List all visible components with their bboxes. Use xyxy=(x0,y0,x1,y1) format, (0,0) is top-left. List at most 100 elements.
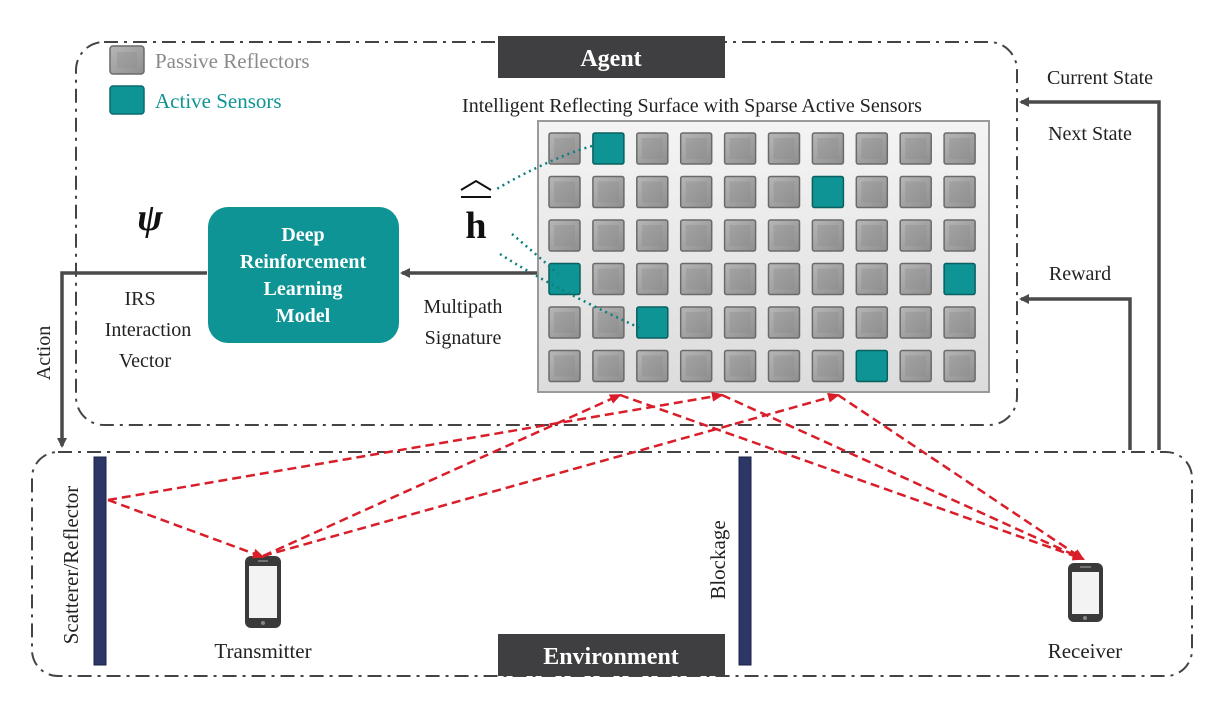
multipath-label-2: Signature xyxy=(425,327,502,349)
irs-cell-inner xyxy=(773,312,795,333)
irs-passive-reflector-cell xyxy=(679,306,713,339)
irs-cell-inner xyxy=(773,355,795,377)
irs-passive-reflector-cell xyxy=(811,349,845,383)
reward-label: Reward xyxy=(1049,263,1111,285)
irs-cell-inner xyxy=(685,225,707,246)
irs-passive-reflector-cell xyxy=(767,306,801,339)
irs-cell-inner xyxy=(861,181,883,203)
irs-title: Intelligent Reflecting Surface with Spar… xyxy=(462,95,922,117)
irs-passive-reflector-cell xyxy=(548,219,581,252)
action-arrow xyxy=(57,271,207,448)
irs-cell-inner xyxy=(949,138,971,159)
irs-passive-reflector-cell xyxy=(855,306,889,339)
irs-vector-label-2: Interaction xyxy=(105,319,192,341)
irs-passive-reflector-cell xyxy=(592,219,625,252)
state-arrow xyxy=(1019,97,1161,450)
irs-cell-inner xyxy=(597,181,619,203)
irs-cell-inner xyxy=(729,138,751,159)
irs-cell-inner xyxy=(949,312,971,333)
irs-passive-reflector-cell xyxy=(723,262,757,296)
irs-cell-inner xyxy=(597,312,619,333)
irs-cell-inner xyxy=(729,312,751,333)
irs-cell-inner xyxy=(905,312,927,333)
irs-active-sensor-cell xyxy=(592,132,625,165)
transmitter-phone-icon xyxy=(245,556,281,628)
irs-passive-reflector-cell xyxy=(592,349,625,383)
irs-passive-reflector-cell xyxy=(592,306,625,339)
irs-passive-reflector-cell xyxy=(679,349,713,383)
irs-passive-reflector-cell xyxy=(767,219,801,252)
ray-irs-left-to-rx xyxy=(619,393,1085,561)
irs-cell-inner xyxy=(729,268,751,290)
irs-passive-reflector-cell xyxy=(767,132,801,165)
irs-passive-reflector-cell xyxy=(943,306,976,339)
irs-passive-reflector-cell xyxy=(679,262,713,296)
irs-cell-inner xyxy=(861,138,883,159)
irs-passive-reflector-cell xyxy=(899,306,932,339)
action-label: Action xyxy=(33,326,55,380)
irs-passive-reflector-cell xyxy=(679,219,713,252)
irs-passive-reflector-cell xyxy=(943,349,976,383)
ray-irs-right-to-rx xyxy=(837,393,1085,561)
irs-cell-inner xyxy=(729,181,751,203)
irs-passive-reflector-cell xyxy=(855,132,889,165)
irs-passive-reflector-cell xyxy=(855,175,889,209)
irs-passive-reflector-cell xyxy=(943,175,976,209)
irs-passive-reflector-cell xyxy=(943,219,976,252)
irs-passive-reflector-cell xyxy=(767,262,801,296)
irs-vector-label-3: Vector xyxy=(119,350,172,372)
irs-cell-inner xyxy=(554,181,575,203)
receiver-label: Receiver xyxy=(1048,639,1123,663)
irs-passive-reflector-cell xyxy=(548,175,581,209)
ray-tx-to-irs-left xyxy=(262,393,622,558)
irs-passive-reflector-cell xyxy=(592,262,625,296)
irs-cell-inner xyxy=(861,312,883,333)
irs-cell-inner xyxy=(861,268,883,290)
irs-cell-grid xyxy=(548,132,976,383)
irs-cell-inner xyxy=(817,355,839,377)
irs-cell-inner xyxy=(641,268,663,290)
irs-cell-inner xyxy=(554,312,575,333)
environment-title-bar xyxy=(498,634,725,676)
irs-cell-inner xyxy=(905,181,927,203)
irs-passive-reflector-cell xyxy=(723,132,757,165)
irs-active-sensor-cell xyxy=(855,349,889,383)
irs-cell-inner xyxy=(554,355,575,377)
irs-cell-inner xyxy=(597,225,619,246)
drl-model-box[interactable] xyxy=(208,207,399,343)
irs-passive-reflector-cell xyxy=(899,349,932,383)
irs-passive-reflector-cell xyxy=(767,349,801,383)
irs-cell-inner xyxy=(773,225,795,246)
irs-cell-inner xyxy=(905,268,927,290)
irs-passive-reflector-cell xyxy=(899,175,932,209)
irs-cell-inner xyxy=(729,225,751,246)
irs-passive-reflector-cell xyxy=(592,175,625,209)
irs-passive-reflector-cell xyxy=(636,349,669,383)
irs-cell-inner xyxy=(773,268,795,290)
multipath-label-1: Multipath xyxy=(424,296,503,318)
irs-passive-reflector-cell xyxy=(723,306,757,339)
current-state-label: Current State xyxy=(1047,67,1153,89)
blockage-wall xyxy=(738,456,752,666)
irs-cell-inner xyxy=(685,312,707,333)
irs-passive-reflector-cell xyxy=(679,175,713,209)
scatterer-wall xyxy=(93,456,107,666)
h-hat-symbol: h xyxy=(460,179,492,247)
agent-title-bar xyxy=(498,36,725,78)
irs-cell-inner xyxy=(861,225,883,246)
sensor-connectors xyxy=(494,144,641,330)
irs-active-sensor-cell xyxy=(636,306,669,339)
irs-cell-inner xyxy=(905,225,927,246)
irs-passive-reflector-cell xyxy=(855,262,889,296)
irs-passive-reflector-cell xyxy=(899,132,932,165)
irs-cell-inner xyxy=(949,181,971,203)
irs-passive-reflector-cell xyxy=(636,219,669,252)
ray-scatterer-to-tx xyxy=(107,498,265,559)
irs-cell-inner xyxy=(817,268,839,290)
irs-passive-reflector-cell xyxy=(855,219,889,252)
irs-cell-inner xyxy=(641,138,663,159)
psi-symbol: ψ xyxy=(137,197,163,239)
legend-passive-swatch xyxy=(109,45,145,75)
irs-cell-inner xyxy=(817,312,839,333)
irs-passive-reflector-cell xyxy=(723,175,757,209)
